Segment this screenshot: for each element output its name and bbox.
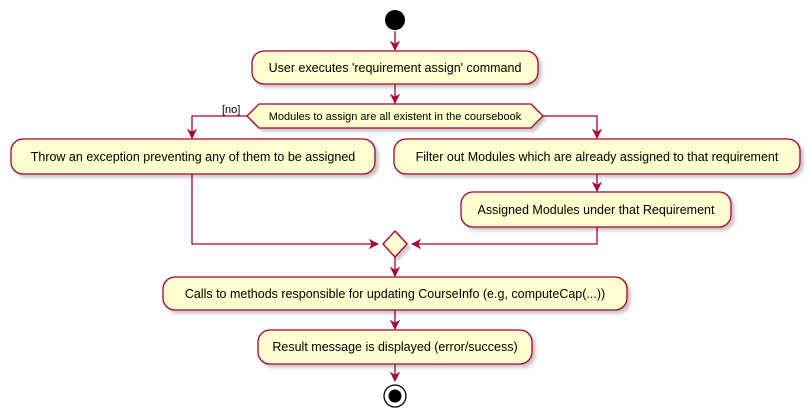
action-result-label: Result message is displayed (error/succe… [272,340,517,354]
guard-no-label: [no] [222,104,240,116]
edge-throw-to-merge [191,174,380,250]
action-filter-modules: Filter out Modules which are already ass… [393,138,801,175]
decision-label: Modules to assign are all existent in th… [269,111,522,123]
action-execute-label: User executes 'requirement assign' comma… [269,61,522,75]
action-execute: User executes 'requirement assign' comma… [251,50,539,85]
action-throw-exception: Throw an exception preventing any of the… [10,138,376,175]
edge-decision-yes [543,115,603,140]
action-calls-methods: Calls to methods responsible for updatin… [162,276,628,311]
merge-node [382,230,408,258]
action-throw-label: Throw an exception preventing any of the… [31,150,356,164]
edge-decision-no [186,115,247,140]
action-result-message: Result message is displayed (error/succe… [257,329,533,365]
action-filter-label: Filter out Modules which are already ass… [416,150,779,164]
start-node [385,10,405,30]
edges [186,31,603,383]
action-assigned-modules: Assigned Modules under that Requirement [460,191,732,228]
decision-modules-existent: Modules to assign are all existent in th… [246,103,544,129]
edge-assigned-to-merge [410,227,598,250]
action-calls-label: Calls to methods responsible for updatin… [185,287,605,301]
action-assigned-label: Assigned Modules under that Requirement [478,203,715,217]
end-node [383,384,407,408]
